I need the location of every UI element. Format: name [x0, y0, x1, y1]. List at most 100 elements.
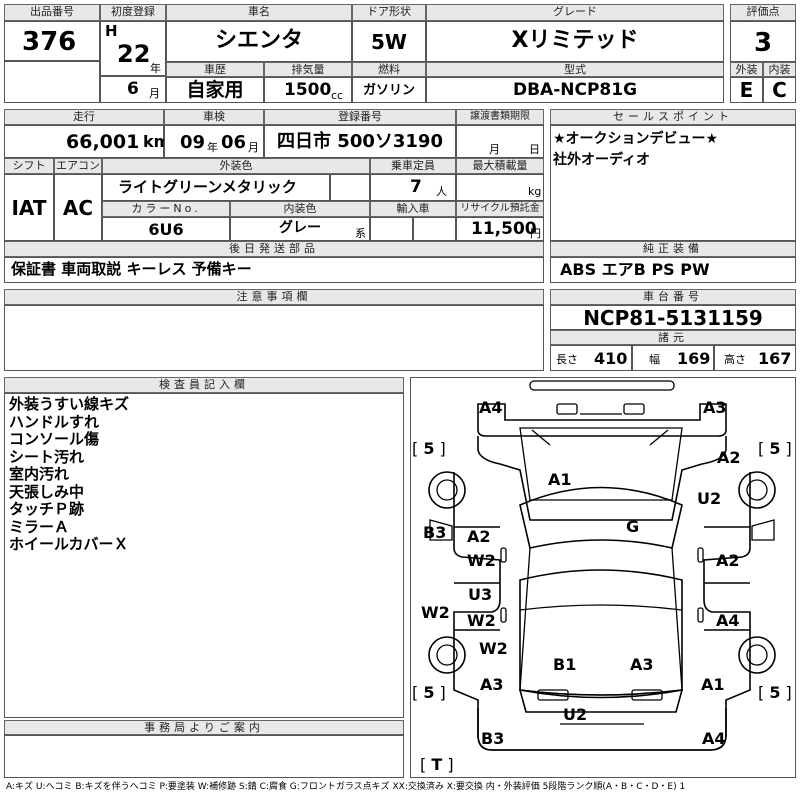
damage-label-front-left: A4	[479, 398, 503, 417]
interior-value: C	[772, 78, 787, 102]
damage-label-right-rear: A1	[701, 675, 725, 694]
sales-point-box	[550, 125, 796, 241]
damage-label-left-rear-door-repair: W2	[467, 611, 496, 630]
damage-label-rear-center: U2	[563, 705, 588, 724]
damage-label-left-rear-wheel: W2	[421, 603, 450, 622]
shift-label: シフト	[4, 158, 54, 174]
inspection-label: 車検	[164, 109, 264, 125]
damage-label-right-rear-door: A2	[716, 551, 740, 570]
score-box	[730, 21, 796, 62]
inspector-label: 検査員記入欄	[4, 377, 404, 393]
load-label: 最大積載量	[456, 158, 544, 174]
office-box	[4, 735, 404, 778]
reg-box	[264, 125, 456, 158]
color-no-label: カラーNo.	[102, 201, 230, 217]
lot-blank-box	[4, 61, 100, 103]
door-label: ドア形状	[352, 4, 426, 21]
era-letter: H	[105, 22, 118, 40]
displacement-value: 1500	[284, 80, 332, 100]
inspector-note: ホイールカバーＸ	[9, 535, 129, 553]
damage-label-front-right: A3	[703, 398, 727, 417]
tire-front-left: [ 5 ]	[412, 439, 446, 458]
color-value: ライトグリーンメタリック	[118, 178, 297, 196]
interior-label: 内装	[763, 62, 796, 77]
displacement-unit: cc	[331, 89, 344, 102]
capacity-unit: 人	[436, 185, 447, 198]
trunk-tire: [ T ]	[420, 755, 454, 774]
inspection-box	[164, 125, 264, 158]
sales-point-label: セールスポイント	[550, 109, 796, 125]
int-color-label: 内装色	[230, 201, 370, 217]
inspector-box	[4, 393, 404, 718]
office-label: 事務局よりご案内	[4, 720, 404, 735]
dims-height-box	[714, 345, 796, 371]
recycle-unit: 円	[530, 227, 541, 240]
width-value: 169	[677, 349, 711, 368]
recycle-box	[456, 217, 544, 241]
mileage-unit: km	[143, 132, 171, 151]
chassis-value: NCP81-5131159	[583, 306, 763, 330]
capacity-label: 乗車定員	[370, 158, 456, 174]
height-value: 167	[758, 349, 792, 368]
damage-label-rear-left: B3	[481, 729, 505, 748]
import-box-left	[370, 217, 413, 241]
int-color-box	[230, 217, 370, 241]
type-box	[426, 77, 724, 103]
chassis-label: 車台番号	[550, 289, 796, 305]
model-name-box	[166, 21, 352, 62]
shift-box	[4, 174, 54, 241]
capacity-value: 7	[410, 177, 422, 197]
grade-label: グレード	[426, 4, 724, 21]
int-color-value: グレー	[279, 220, 321, 236]
later-parts-value: 保証書 車両取説 キーレス 予備キー	[11, 260, 252, 278]
inspector-note: ミラーＡ	[9, 517, 70, 536]
inspector-note: タッチＰ跡	[9, 500, 85, 518]
ac-box	[54, 174, 102, 241]
damage-label-left-rear-door: U3	[468, 585, 493, 604]
inspector-note: シート汚れ	[9, 447, 85, 466]
car-diagram	[428, 380, 776, 751]
inspector-notes: 外装うすい線キズ ハンドルすれ コンソール傷 シート汚れ 室内汚れ 天張しみ中 …	[9, 395, 129, 554]
dims-width-box	[632, 345, 714, 371]
tire-front-right: [ 5 ]	[758, 439, 792, 458]
mileage-label: 走行	[4, 109, 164, 125]
inspector-note: コンソール傷	[9, 430, 100, 448]
capacity-box	[370, 174, 456, 201]
damage-label-roof-rear: A3	[630, 655, 654, 674]
damage-label-rear-right: A4	[702, 729, 726, 748]
dims-length-box	[550, 345, 632, 371]
height-label: 高さ	[724, 353, 746, 366]
fuel-label: 燃料	[352, 62, 426, 77]
color-label: 外装色	[102, 158, 370, 174]
transfer-day-unit: 日	[529, 143, 540, 156]
load-box	[456, 174, 544, 201]
first-reg-year-box	[100, 21, 166, 76]
recycle-value: 11,500	[471, 219, 537, 239]
ac-label: エアコン	[54, 158, 102, 174]
model-name: シエンタ	[214, 28, 303, 53]
month-unit: 月	[149, 87, 160, 100]
mileage-box	[4, 125, 164, 158]
import-label: 輸入車	[370, 201, 456, 217]
reg-value: 四日市 500ソ3190	[277, 131, 443, 152]
exterior-label: 外装	[730, 62, 763, 77]
exterior-value: E	[739, 78, 754, 102]
inspector-note: 室内汚れ	[9, 465, 70, 483]
chassis-box	[550, 305, 796, 330]
equipment-value: ABS エアB PS PW	[560, 260, 710, 279]
damage-label-right-front-door: U2	[697, 489, 722, 508]
length-label: 長さ	[556, 353, 578, 366]
damage-label-hood: A1	[548, 470, 572, 489]
ac-value: AC	[62, 196, 94, 220]
lot-box	[4, 21, 100, 61]
color-box	[102, 174, 330, 201]
type-value: DBA-NCP81G	[512, 80, 638, 100]
door-type: 5W	[371, 30, 407, 54]
inspection-year: 09	[180, 132, 206, 153]
score-label: 評価点	[730, 4, 796, 21]
exterior-box	[730, 77, 763, 103]
inspection-month: 06	[221, 132, 247, 153]
lot-number: 376	[22, 27, 77, 57]
first-reg-year: 22	[117, 40, 151, 68]
first-reg-month: 6	[127, 79, 139, 99]
